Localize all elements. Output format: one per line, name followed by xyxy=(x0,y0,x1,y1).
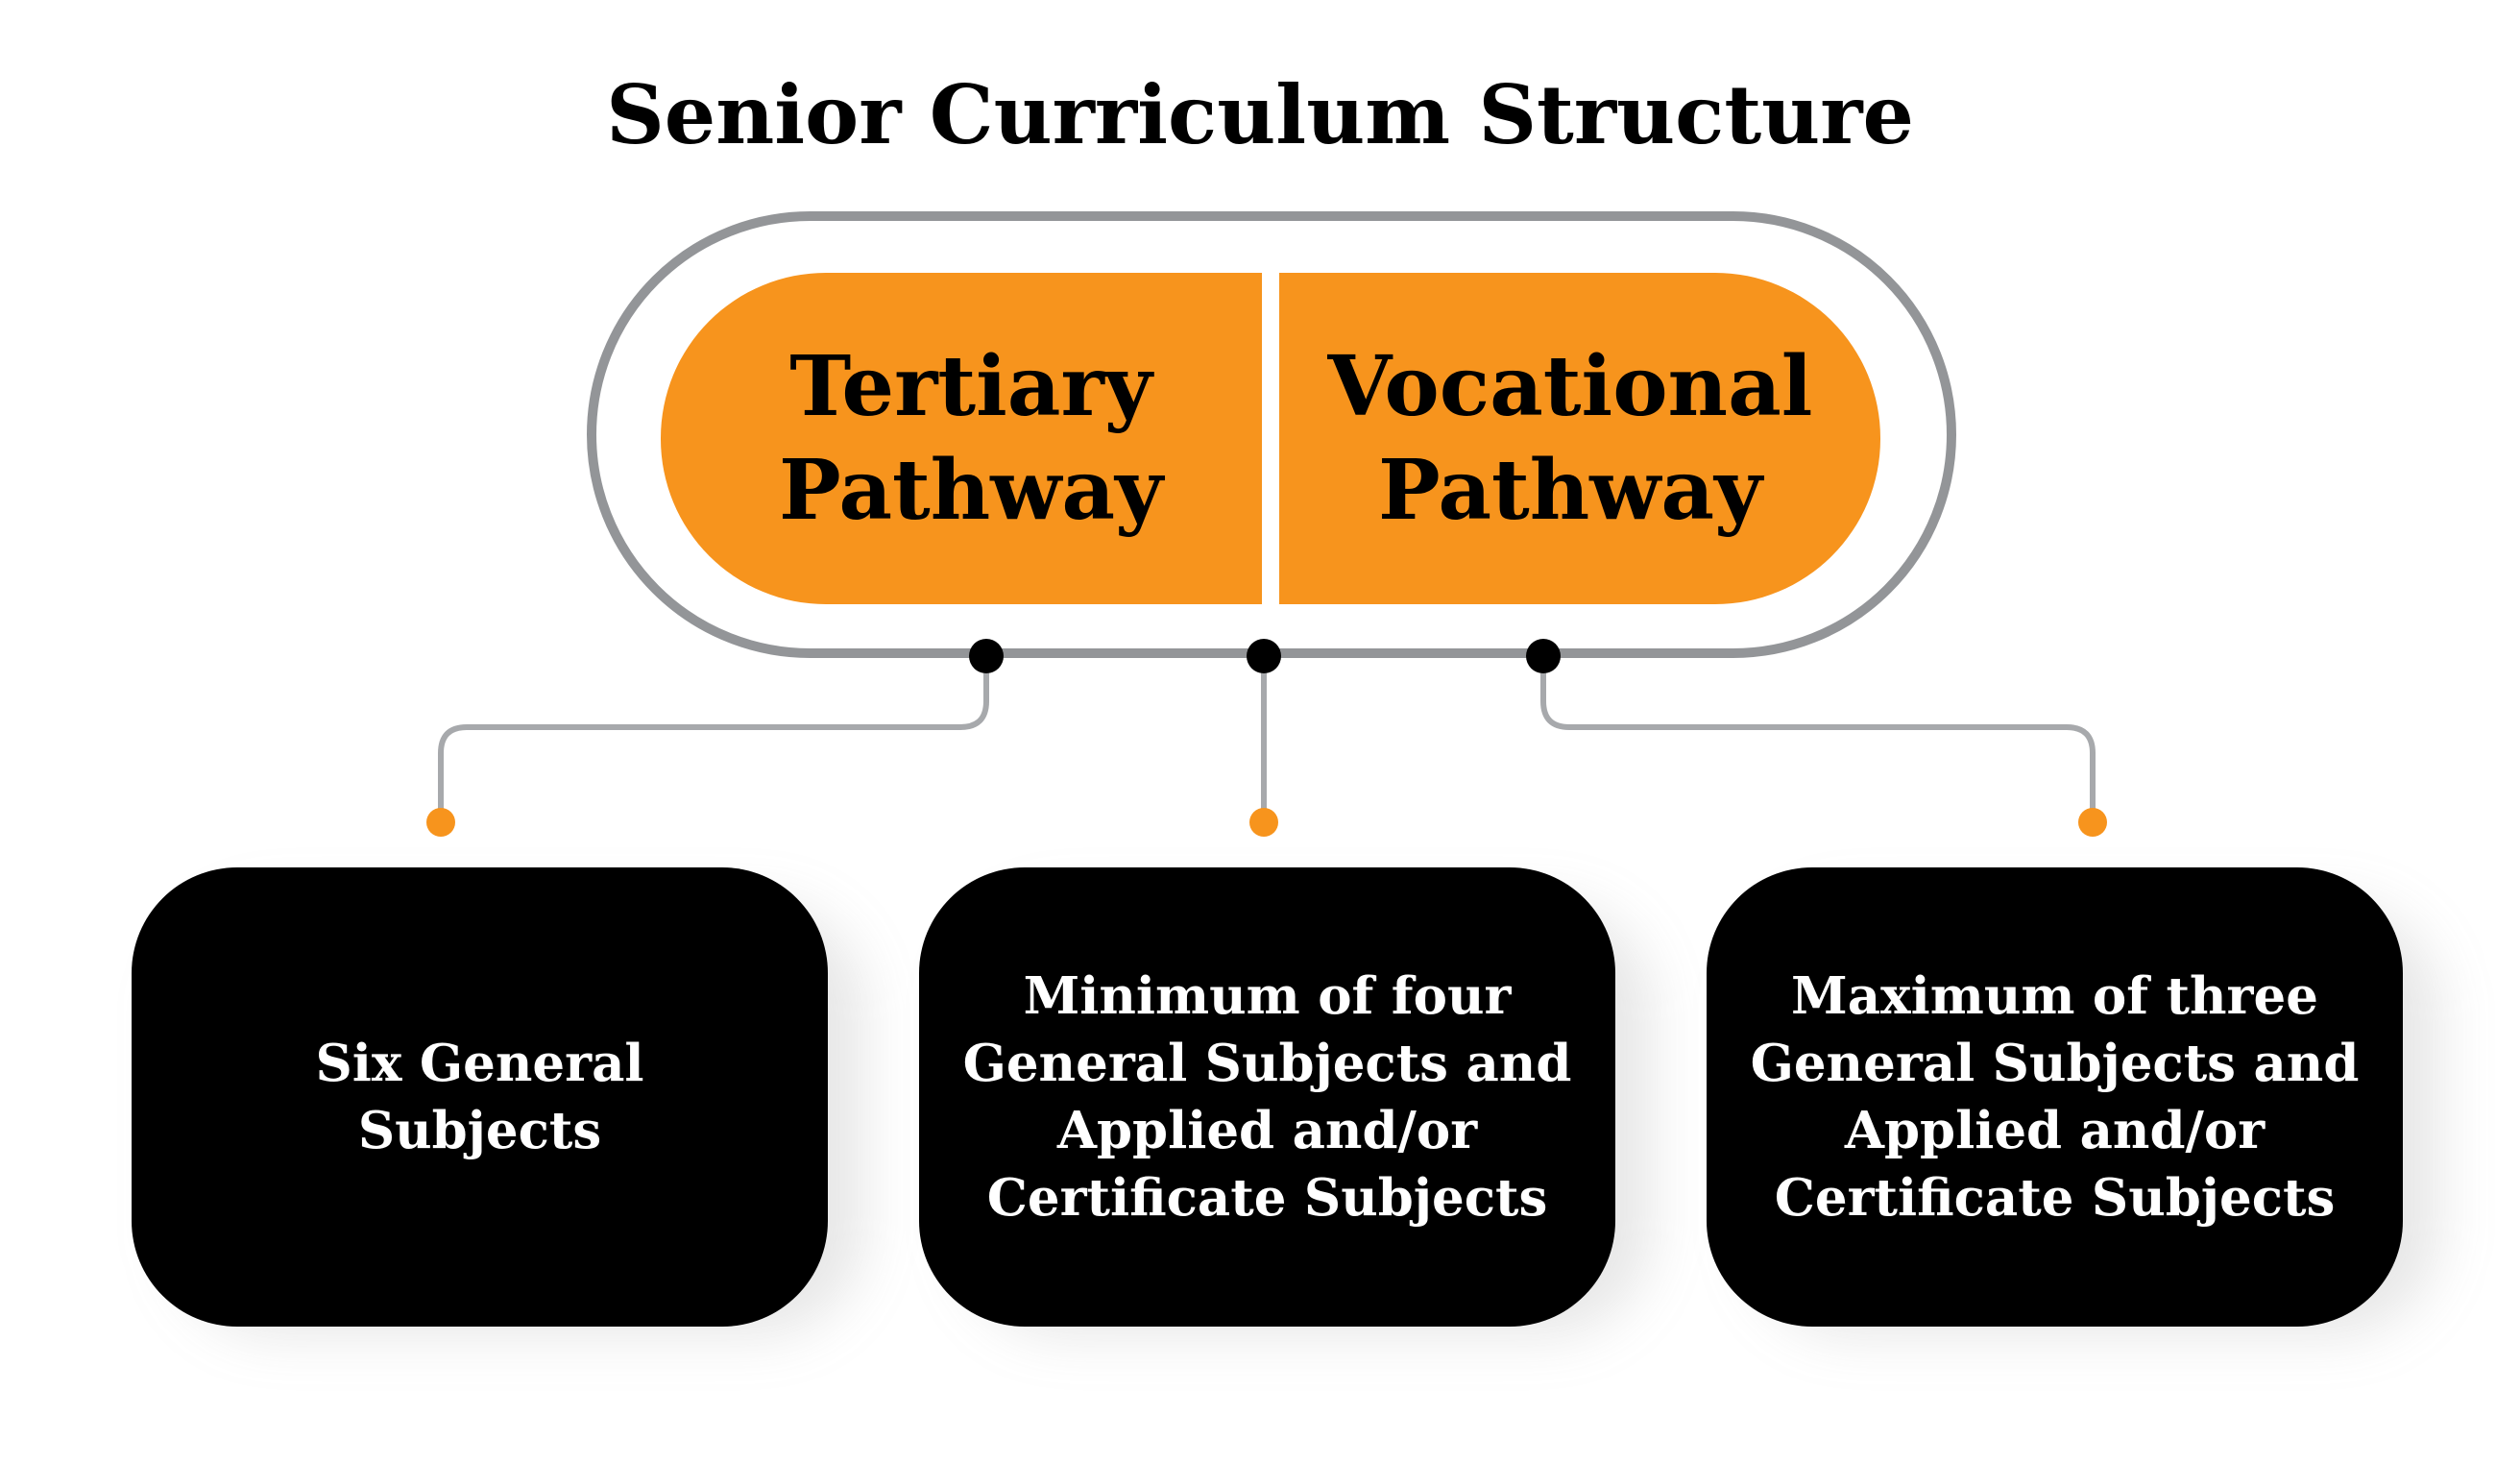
option-card-text: Maximum of three General Subjects and Ap… xyxy=(1750,966,2360,1228)
node-left xyxy=(969,639,1004,673)
vocational-pathway-line2: Pathway xyxy=(1377,441,1763,539)
endpoint-left xyxy=(426,808,455,837)
option-card-maximum-three: Maximum of three General Subjects and Ap… xyxy=(1707,867,2403,1327)
vocational-pathway-line1: Vocational xyxy=(1327,337,1813,435)
tertiary-pathway-pill: Tertiary Pathway xyxy=(661,273,1262,604)
option-card-minimum-four: Minimum of four General Subjects and App… xyxy=(919,867,1615,1327)
endpoint-center xyxy=(1249,808,1278,837)
node-right xyxy=(1526,639,1561,673)
connector-right xyxy=(1540,656,2096,821)
tertiary-pathway-line2: Pathway xyxy=(778,441,1164,539)
option-card-text: Minimum of four General Subjects and App… xyxy=(962,966,1572,1228)
tertiary-pathway-line1: Tertiary xyxy=(789,337,1152,435)
option-card-six-general: Six General Subjects xyxy=(132,867,828,1327)
connector-left xyxy=(438,656,989,821)
node-center xyxy=(1247,639,1281,673)
vocational-pathway-pill: Vocational Pathway xyxy=(1279,273,1880,604)
diagram-title: Senior Curriculum Structure xyxy=(606,67,1914,162)
option-card-text: Six General Subjects xyxy=(315,1034,644,1160)
endpoint-right xyxy=(2078,808,2107,837)
